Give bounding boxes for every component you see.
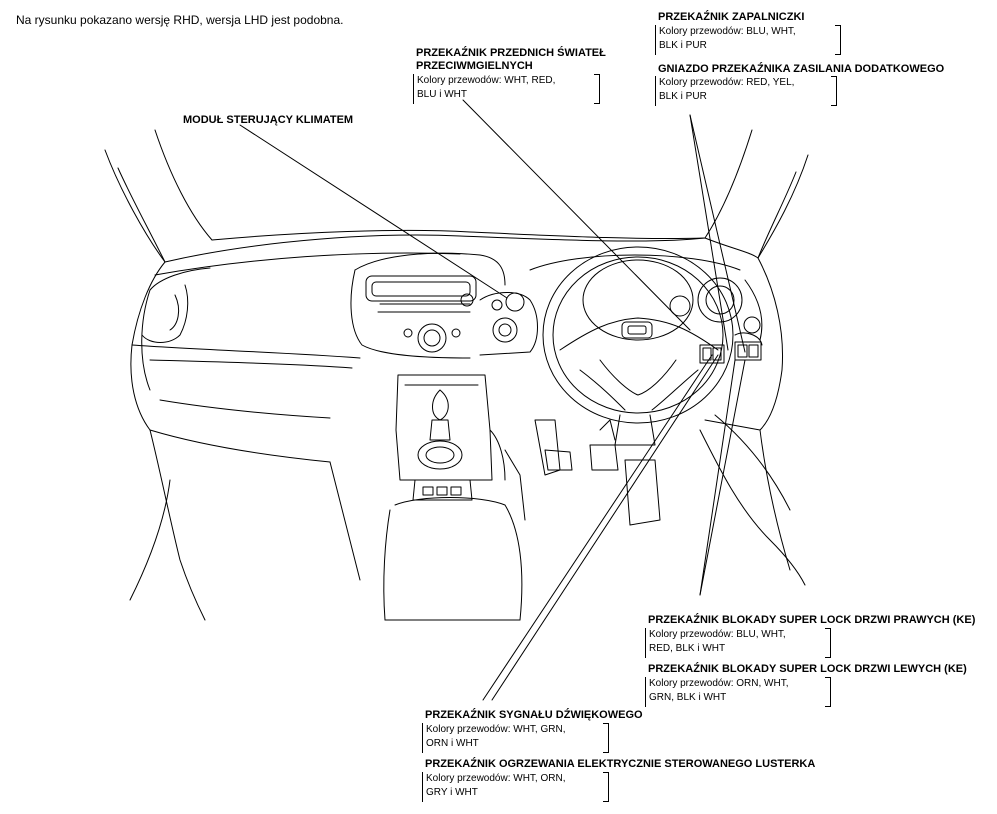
horn-relay-bracket — [603, 723, 609, 753]
mirror-heater-relay-bracket — [603, 772, 609, 802]
fog-relay-wire-box: Kolory przewodów: WHT, RED, BLU i WHT — [413, 74, 600, 104]
accessory-relay-title: GNIAZDO PRZEKAŹNIKA ZASILANIA DODATKOWEG… — [658, 63, 945, 75]
accessory-relay-bracket — [831, 76, 837, 106]
superlock-left-bracket — [825, 677, 831, 707]
climate-module-title: MODUŁ STERUJĄCY KLIMATEM — [183, 114, 354, 126]
leader-lines — [239, 99, 746, 701]
relay-block — [699, 341, 762, 364]
centre-stack — [350, 252, 538, 359]
left-a-pillar — [104, 129, 213, 263]
steering-wheel — [542, 246, 734, 446]
horn-relay-wires-1: Kolory przewodów: WHT, GRN, — [426, 724, 566, 735]
superlock-right-bracket — [825, 628, 831, 658]
fog-relay-wires-2: BLU i WHT — [417, 89, 467, 100]
fog-relay-wires-1: Kolory przewodów: WHT, RED, — [417, 75, 556, 86]
cigar-relay-bracket — [835, 25, 841, 55]
right-a-pillar — [704, 129, 809, 259]
cigar-relay-wires-1: Kolory przewodów: BLU, WHT, — [659, 26, 796, 37]
cigar-relay-wire-box: Kolory przewodów: BLU, WHT, BLK i PUR — [655, 25, 841, 55]
fog-relay-title: PRZEKAŹNIK PRZEDNICH ŚWIATEŁ — [416, 47, 606, 59]
fog-relay-title-2: PRZECIWMGIELNYCH — [416, 60, 533, 72]
mirror-heater-relay-wires-2: GRY i WHT — [426, 787, 478, 798]
mirror-heater-relay-title: PRZEKAŹNIK OGRZEWANIA ELEKTRYCZNIE STERO… — [425, 758, 816, 770]
horn-relay-wires-2: ORN i WHT — [426, 738, 479, 749]
cigar-relay-title: PRZEKAŹNIK ZAPALNICZKI — [658, 11, 805, 23]
horn-relay-wire-box: Kolory przewodów: WHT, GRN, ORN i WHT — [422, 723, 609, 753]
superlock-right-wires-1: Kolory przewodów: BLU, WHT, — [649, 629, 786, 640]
fog-relay-bracket — [594, 74, 600, 104]
superlock-left-wires-2: GRN, BLK i WHT — [649, 692, 727, 703]
centre-tunnel — [383, 374, 526, 621]
superlock-left-wire-box: Kolory przewodów: ORN, WHT, GRN, BLK i W… — [645, 677, 831, 707]
mirror-heater-relay-wires-1: Kolory przewodów: WHT, ORN, — [426, 773, 566, 784]
accessory-relay-wire-box: Kolory przewodów: RED, YEL, BLK i PUR — [655, 76, 837, 106]
accessory-relay-wires-1: Kolory przewodów: RED, YEL, — [659, 77, 795, 88]
dashboard-right-side — [699, 257, 806, 586]
dashboard-left-side — [129, 261, 361, 621]
rhd-version-note: Na rysunku pokazano wersję RHD, wersja L… — [16, 13, 344, 27]
horn-relay-title: PRZEKAŹNIK SYGNAŁU DŹWIĘKOWEGO — [425, 709, 643, 721]
superlock-right-wires-2: RED, BLK i WHT — [649, 643, 726, 654]
cigar-relay-wires-2: BLK i PUR — [659, 40, 707, 51]
dashboard-top — [149, 229, 759, 291]
superlock-right-wire-box: Kolory przewodów: BLU, WHT, RED, BLK i W… — [645, 628, 831, 658]
superlock-left-wires-1: Kolory przewodów: ORN, WHT, — [649, 678, 789, 689]
mirror-heater-relay-wire-box: Kolory przewodów: WHT, ORN, GRY i WHT — [422, 772, 609, 802]
superlock-left-title: PRZEKAŹNIK BLOKADY SUPER LOCK DRZWI LEWY… — [648, 663, 967, 675]
superlock-right-title: PRZEKAŹNIK BLOKADY SUPER LOCK DRZWI PRAW… — [648, 614, 976, 626]
accessory-relay-wires-2: BLK i PUR — [659, 91, 707, 102]
pedals — [534, 419, 661, 526]
